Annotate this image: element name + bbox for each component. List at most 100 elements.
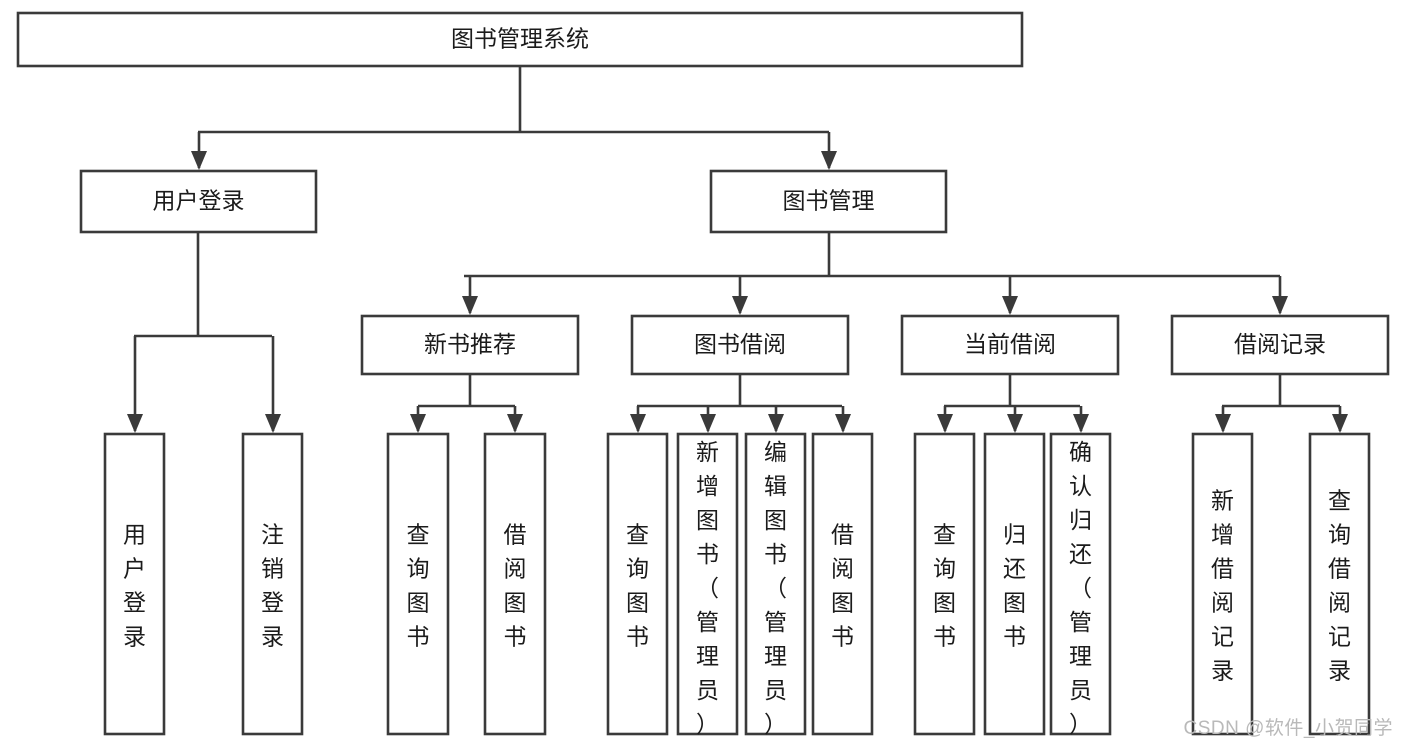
node-book-manage[interactable]: 图书管理 xyxy=(709,169,948,234)
node-label: 注销登录 xyxy=(261,522,284,650)
node-box[interactable] xyxy=(606,432,669,736)
node-l-return-book[interactable]: 归还图书 xyxy=(983,432,1046,736)
node-box[interactable] xyxy=(913,432,976,736)
node-l-query-book-3[interactable]: 查询图书 xyxy=(913,432,976,736)
node-l-query-record[interactable]: 查询借阅记录 xyxy=(1308,432,1371,736)
node-l-query-book-1[interactable]: 查询图书 xyxy=(386,432,450,736)
arrow-head-icon xyxy=(732,296,748,315)
connector-group-bus-book-manage xyxy=(464,232,1280,278)
node-l-add-record[interactable]: 新增借阅记录 xyxy=(1191,432,1254,736)
node-label: 新书推荐 xyxy=(424,331,516,357)
connector-group-bus-book-borrow xyxy=(637,374,842,408)
connector-user-login-to-leaf-user-login xyxy=(127,336,143,433)
connector-borrow-record-to-l-query-record xyxy=(1332,406,1348,433)
node-leaf-user-logout[interactable]: 注销登录 xyxy=(241,432,304,736)
connector-book-manage-to-new-book-rec xyxy=(462,276,478,315)
node-new-book-rec[interactable]: 新书推荐 xyxy=(360,314,580,376)
node-label: 借阅图书 xyxy=(831,522,854,650)
arrow-head-icon xyxy=(127,414,143,433)
node-label: 查询图书 xyxy=(933,522,956,650)
arrow-head-icon xyxy=(191,151,207,170)
connector-group-bus-borrow-record xyxy=(1222,374,1340,408)
connector-group-bus-user-login xyxy=(134,232,272,338)
node-box[interactable] xyxy=(744,432,807,736)
node-label: 用户登录 xyxy=(153,188,245,214)
node-label: 新增借阅记录 xyxy=(1211,488,1234,684)
connector-book-borrow-to-l-borrow-book-2 xyxy=(835,406,851,433)
node-label: 图书借阅 xyxy=(694,331,786,357)
node-l-edit-book[interactable]: 编辑图书（管理员） xyxy=(744,432,807,737)
node-box[interactable] xyxy=(983,432,1046,736)
connector-book-borrow-to-l-add-book xyxy=(700,406,716,433)
node-l-confirm-return[interactable]: 确认归还（管理员） xyxy=(1049,432,1112,737)
connector-borrow-record-to-l-add-record xyxy=(1215,406,1231,433)
node-label: 新增图书（管理员） xyxy=(696,439,719,737)
connector-layer xyxy=(127,66,1348,433)
node-l-borrow-book-2[interactable]: 借阅图书 xyxy=(811,432,874,736)
arrow-head-icon xyxy=(1272,296,1288,315)
node-label: 查询图书 xyxy=(626,522,649,650)
node-label: 确认归还（管理员） xyxy=(1069,439,1092,737)
node-box[interactable] xyxy=(241,432,304,736)
csdn-watermark: CSDN @软件_小贺同学 xyxy=(1183,718,1393,739)
node-label: 查询图书 xyxy=(407,522,430,650)
arrow-head-icon xyxy=(821,151,837,170)
arrow-head-icon xyxy=(937,414,953,433)
node-box[interactable] xyxy=(360,314,580,376)
node-layer: 图书管理系统用户登录图书管理新书推荐图书借阅当前借阅借阅记录用户登录注销登录查询… xyxy=(16,11,1390,737)
node-box[interactable] xyxy=(900,314,1120,376)
node-label: 编辑图书（管理员） xyxy=(764,439,787,737)
arrow-head-icon xyxy=(265,414,281,433)
arrow-head-icon xyxy=(1073,414,1089,433)
node-box[interactable] xyxy=(811,432,874,736)
node-box[interactable] xyxy=(709,169,948,234)
arrow-head-icon xyxy=(462,296,478,315)
arrow-head-icon xyxy=(835,414,851,433)
node-label: 借阅记录 xyxy=(1234,331,1326,357)
node-leaf-user-login[interactable]: 用户登录 xyxy=(103,432,166,736)
node-box[interactable] xyxy=(1049,432,1112,736)
arrow-head-icon xyxy=(507,414,523,433)
connector-new-book-rec-to-l-query-book-1 xyxy=(410,406,426,433)
node-label: 查询借阅记录 xyxy=(1328,488,1351,684)
node-l-add-book[interactable]: 新增图书（管理员） xyxy=(676,432,739,737)
connector-root-to-book-manage xyxy=(821,132,837,170)
arrow-head-icon xyxy=(630,414,646,433)
node-label: 图书管理 xyxy=(783,188,875,214)
connector-book-manage-to-borrow-record xyxy=(1272,276,1288,315)
arrow-head-icon xyxy=(700,414,716,433)
node-user-login[interactable]: 用户登录 xyxy=(79,169,318,234)
node-label: 图书管理系统 xyxy=(451,26,589,52)
node-l-query-book-2[interactable]: 查询图书 xyxy=(606,432,669,736)
connector-user-login-to-leaf-user-logout xyxy=(265,336,281,433)
node-box[interactable] xyxy=(483,432,547,736)
node-box[interactable] xyxy=(386,432,450,736)
arrow-head-icon xyxy=(1007,414,1023,433)
node-borrow-record[interactable]: 借阅记录 xyxy=(1170,314,1390,376)
node-box[interactable] xyxy=(1308,432,1371,736)
connector-current-borrow-to-l-return-book xyxy=(1007,406,1023,433)
node-box[interactable] xyxy=(16,11,1024,68)
node-current-borrow[interactable]: 当前借阅 xyxy=(900,314,1120,376)
node-box[interactable] xyxy=(676,432,739,736)
node-book-borrow[interactable]: 图书借阅 xyxy=(630,314,850,376)
connector-book-manage-to-book-borrow xyxy=(732,276,748,315)
node-l-borrow-book-1[interactable]: 借阅图书 xyxy=(483,432,547,736)
node-box[interactable] xyxy=(630,314,850,376)
connector-book-borrow-to-l-query-book-2 xyxy=(630,406,646,433)
node-box[interactable] xyxy=(103,432,166,736)
node-box[interactable] xyxy=(1170,314,1390,376)
connector-group-bus-root xyxy=(198,66,829,134)
node-label: 用户登录 xyxy=(123,522,146,650)
arrow-head-icon xyxy=(768,414,784,433)
arrow-head-icon xyxy=(1332,414,1348,433)
connector-group-bus-current-borrow xyxy=(944,374,1080,408)
node-box[interactable] xyxy=(79,169,318,234)
node-box[interactable] xyxy=(1191,432,1254,736)
node-label: 当前借阅 xyxy=(964,331,1056,357)
connector-current-borrow-to-l-query-book-3 xyxy=(937,406,953,433)
node-root[interactable]: 图书管理系统 xyxy=(16,11,1024,68)
arrow-head-icon xyxy=(1215,414,1231,433)
